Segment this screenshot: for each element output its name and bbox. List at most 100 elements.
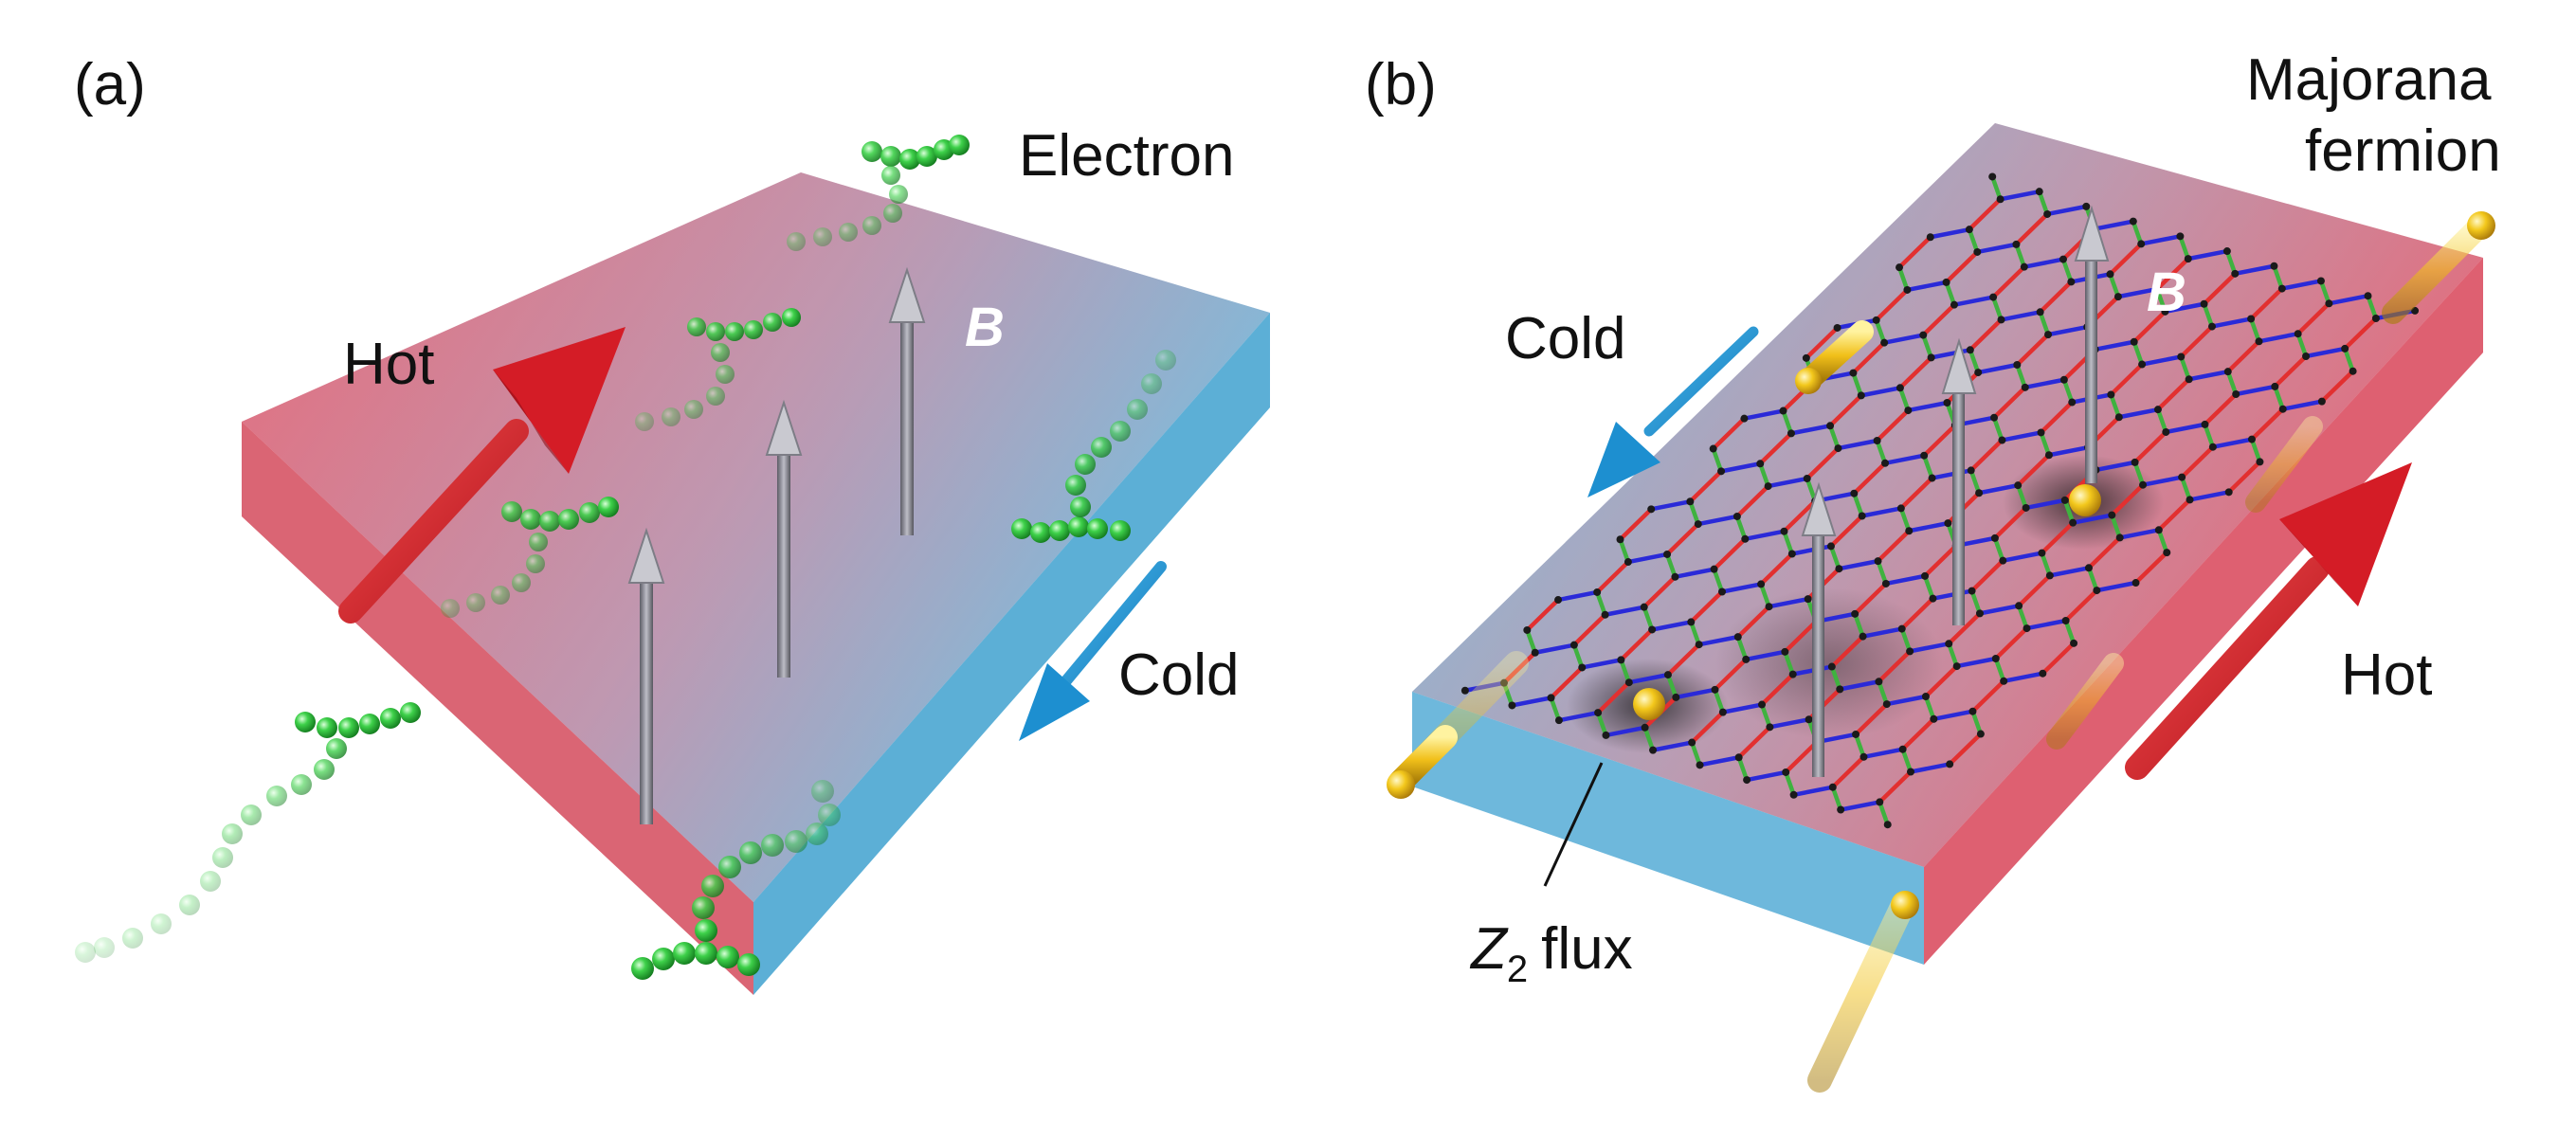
panel-b-majorana-label-line2: fermion bbox=[2305, 118, 2501, 184]
lattice-site bbox=[1837, 805, 1845, 814]
lattice-site bbox=[1897, 624, 1906, 633]
lattice-bond bbox=[1828, 544, 1841, 571]
lattice-site bbox=[2208, 443, 2217, 451]
lattice-bond bbox=[2132, 429, 2168, 465]
lattice-site bbox=[1710, 565, 1718, 573]
lattice-site bbox=[1882, 700, 1891, 709]
lattice-bond bbox=[2086, 566, 2099, 593]
lattice-site bbox=[1523, 625, 1532, 634]
lattice-site bbox=[2131, 458, 2139, 466]
lattice-site bbox=[2035, 188, 2043, 196]
lattice-bond bbox=[1734, 483, 1770, 519]
lattice-bond bbox=[1759, 702, 1772, 730]
lattice-bond bbox=[2014, 211, 2050, 247]
lattice-site bbox=[1990, 413, 1999, 422]
lattice-site bbox=[1836, 685, 1844, 694]
lattice-bond bbox=[1928, 226, 1972, 240]
lattice-site bbox=[2045, 571, 2054, 580]
panel-b-majorana-tubes bbox=[1387, 211, 2495, 1093]
lattice-bond bbox=[2131, 219, 2144, 246]
lattice-bond bbox=[2041, 641, 2077, 676]
lattice-bond bbox=[2015, 482, 2028, 511]
lattice-site bbox=[1827, 662, 1836, 671]
lattice-site bbox=[2082, 202, 2091, 210]
lattice-bond bbox=[1968, 348, 1981, 375]
lattice-site bbox=[2036, 308, 2044, 316]
lattice-site bbox=[1875, 678, 1883, 686]
lattice-bond bbox=[1967, 226, 1980, 255]
lattice-bond bbox=[1783, 769, 1796, 798]
lattice-bond bbox=[1767, 596, 1810, 609]
lattice-site bbox=[1743, 776, 1751, 785]
lattice-bond bbox=[2115, 286, 2160, 299]
lattice-bond bbox=[1969, 588, 1983, 616]
lattice-bond bbox=[1782, 529, 1795, 556]
lattice-bond bbox=[1992, 535, 2005, 563]
panel-a-hot-label: Hot bbox=[343, 332, 434, 397]
lattice-site bbox=[1968, 587, 1976, 595]
lattice-bond bbox=[2210, 437, 2255, 449]
lattice-site bbox=[2162, 427, 2170, 436]
lattice-site bbox=[2059, 255, 2067, 263]
lattice-bond bbox=[2070, 513, 2114, 525]
lattice-bond bbox=[2203, 422, 2216, 449]
lattice-bond bbox=[2060, 257, 2074, 284]
lattice-site bbox=[1989, 293, 1998, 301]
lattice-bond bbox=[1874, 287, 1910, 323]
lattice-bond bbox=[1665, 672, 1678, 700]
lattice-bond bbox=[2086, 535, 2122, 570]
lattice-bond bbox=[1711, 446, 1724, 474]
lattice-bond bbox=[1827, 424, 1841, 451]
lattice-bond bbox=[1735, 604, 1771, 640]
lattice-site bbox=[1929, 594, 1937, 603]
lattice-site bbox=[1766, 723, 1774, 732]
lattice-bond bbox=[2133, 550, 2169, 586]
lattice-site bbox=[1996, 195, 2005, 204]
lattice-bond bbox=[1923, 694, 1936, 722]
lattice-bond bbox=[2249, 437, 2262, 464]
lattice-bond bbox=[1696, 634, 1741, 647]
flux-subscript: 2 bbox=[1507, 949, 1528, 990]
lattice-site bbox=[1718, 708, 1727, 716]
lattice-site bbox=[1695, 641, 1703, 649]
lattice-site bbox=[2139, 480, 2148, 489]
lattice-bond bbox=[1920, 333, 1933, 360]
lattice-bond bbox=[2016, 604, 2029, 631]
lattice-site bbox=[1876, 798, 1884, 806]
lattice-site bbox=[1975, 489, 1984, 497]
lattice-bond bbox=[1595, 679, 1632, 715]
lattice-site bbox=[2247, 315, 2256, 323]
lattice-bond bbox=[1697, 755, 1741, 768]
lattice-bond bbox=[1736, 725, 1772, 760]
field-arrow bbox=[1941, 337, 1977, 625]
lattice-site bbox=[1990, 533, 1999, 542]
lattice-site bbox=[1859, 632, 1867, 641]
lattice-site bbox=[2115, 533, 2124, 542]
lattice-bond bbox=[2225, 339, 2261, 374]
lattice-bond bbox=[2224, 248, 2238, 277]
lattice-site bbox=[1663, 550, 1672, 558]
lattice-site bbox=[2163, 549, 2171, 557]
lattice-site bbox=[1688, 738, 1696, 747]
lattice-site bbox=[2277, 284, 2286, 293]
lattice-site bbox=[2137, 240, 2146, 248]
lattice-bond bbox=[1768, 717, 1811, 730]
lattice-site bbox=[1733, 633, 1742, 642]
panel-b-field-arrows bbox=[1801, 205, 2110, 777]
lattice-site bbox=[1649, 746, 1658, 754]
lattice-bond bbox=[2138, 234, 2183, 246]
lattice-bond bbox=[2279, 279, 2324, 291]
lattice-bond bbox=[1954, 656, 1999, 669]
panel-b-hot-label: Hot bbox=[2341, 642, 2432, 708]
lattice-bond bbox=[2178, 354, 2191, 382]
lattice-bond bbox=[1689, 620, 1701, 647]
lattice-site bbox=[2270, 262, 2278, 270]
lattice-site bbox=[1928, 474, 1936, 482]
lattice-bond bbox=[2024, 618, 2068, 631]
lattice-site bbox=[2138, 360, 2147, 369]
lattice-site bbox=[2271, 382, 2279, 390]
lattice-bond bbox=[2108, 242, 2144, 277]
lattice-site bbox=[1851, 609, 1859, 618]
lattice-bond bbox=[1525, 627, 1537, 656]
lattice-bond bbox=[2203, 391, 2239, 427]
